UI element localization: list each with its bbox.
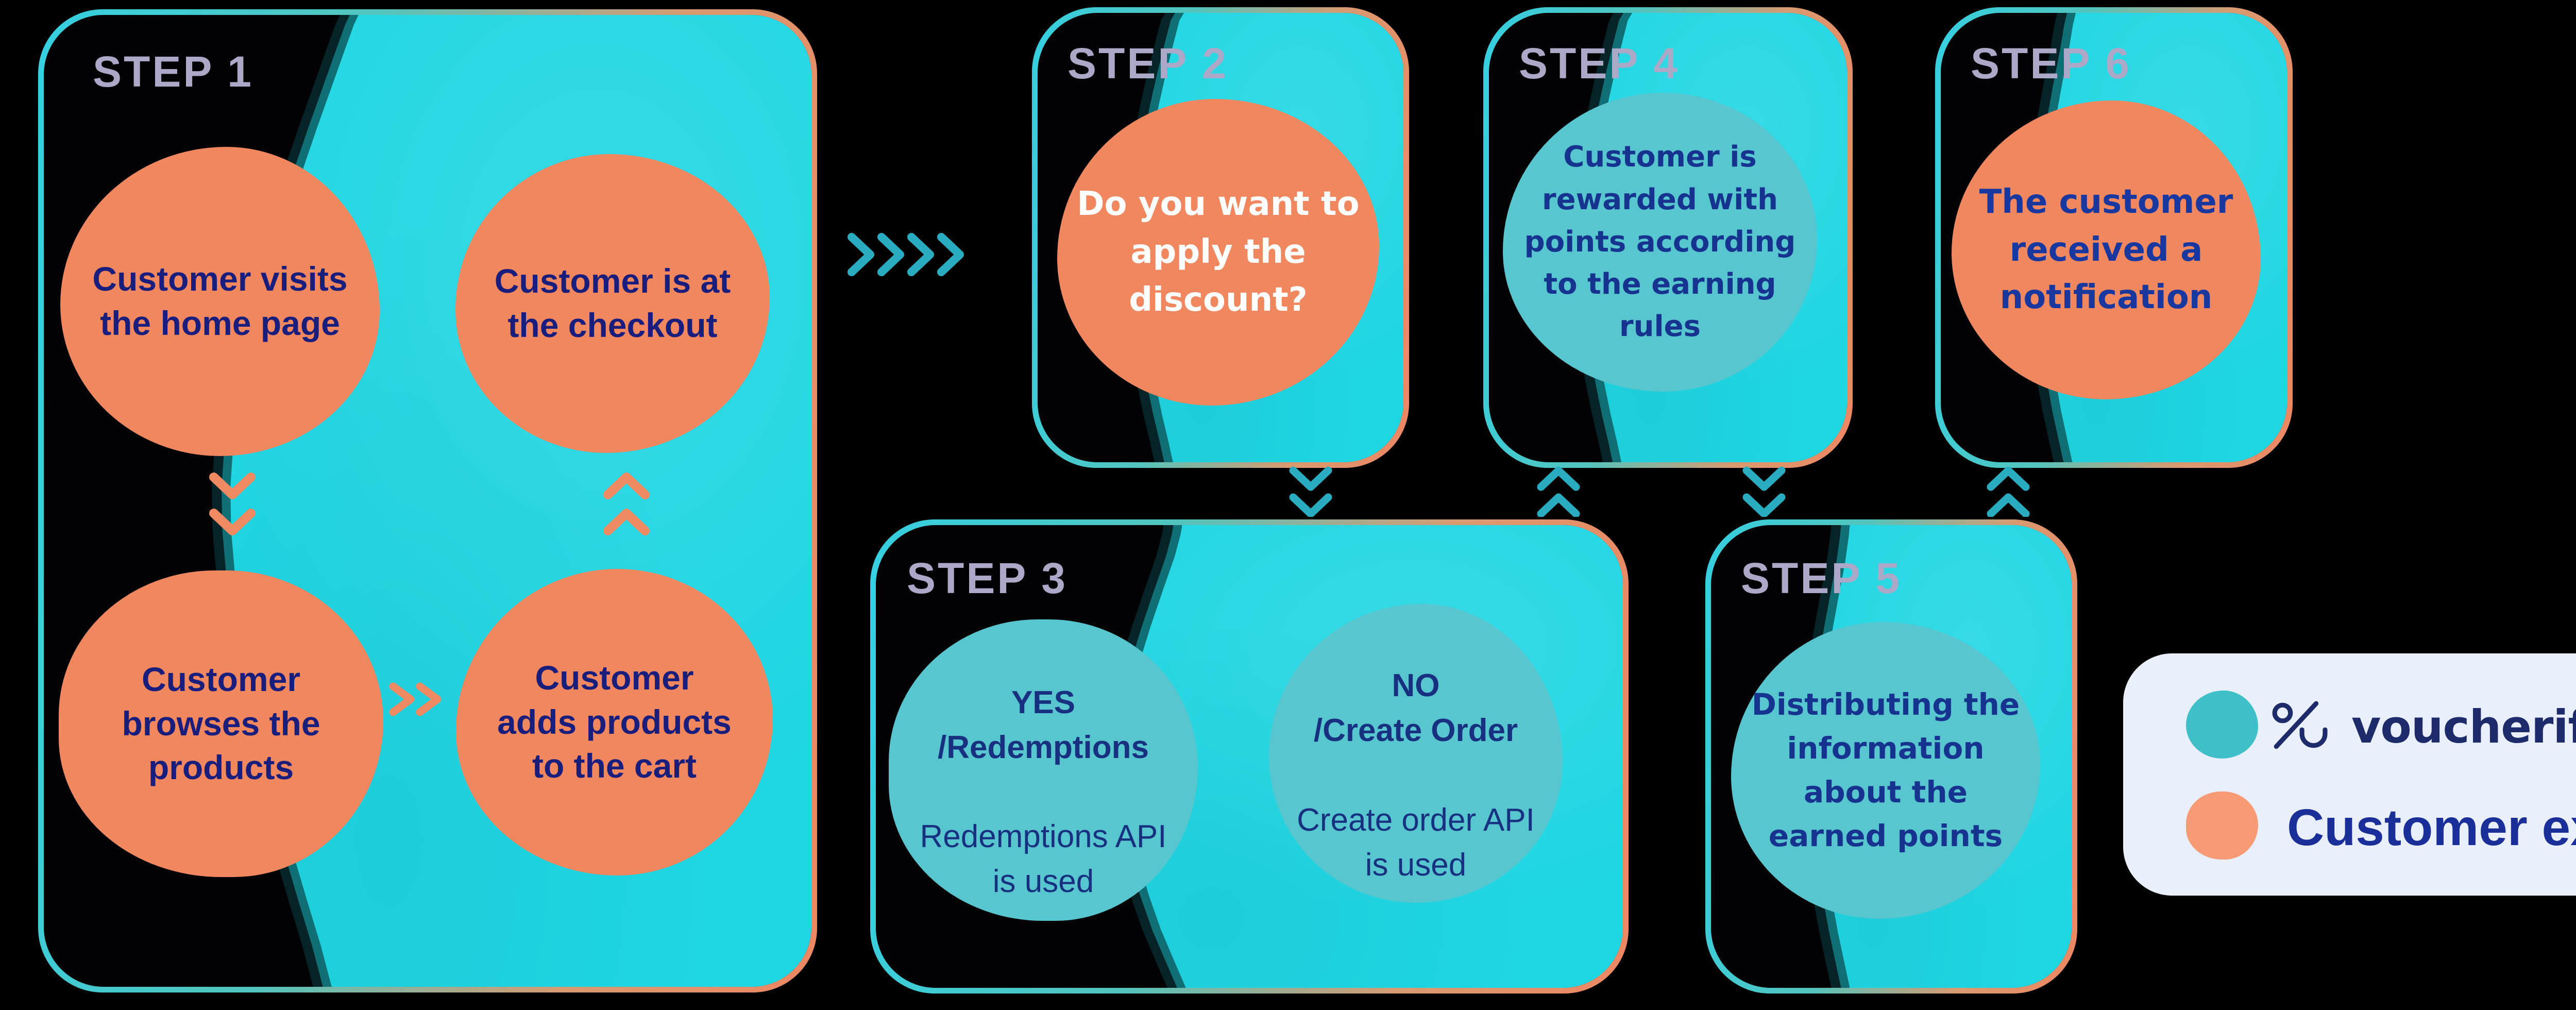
circle-no-body: Create order API is used — [1297, 802, 1535, 883]
circle-customer-checkout: Customer is at the checkout — [455, 154, 770, 453]
circle-yes-body: Redemptions API is used — [920, 819, 1167, 900]
circle-customer-visits: Customer visits the home page — [60, 147, 380, 456]
legend-card: voucherify Customer experience — [2123, 653, 2576, 896]
flow-step1-step2-chevrons-right-icon — [848, 232, 971, 277]
circle-distributing-info: Distributing the information about the e… — [1731, 622, 2040, 919]
step-1-card: STEP 1 Customer visits the home page Cus… — [38, 9, 817, 992]
circle-yes-head: YES /Redemptions — [938, 684, 1149, 765]
circle-customer-checkout-label: Customer is at the checkout — [494, 262, 731, 344]
step-1-card-inner: STEP 1 Customer visits the home page Cus… — [44, 15, 811, 987]
circle-customer-browses: Customer browses the products — [59, 570, 383, 877]
step-3-card-inner: STEP 3 YES /Redemptions Redemptions API … — [876, 525, 1623, 988]
chevrons-right-icon — [387, 682, 446, 716]
step-3-title: STEP 3 — [907, 554, 1067, 602]
circle-distributing-info-label: Distributing the information about the e… — [1751, 686, 2020, 854]
flow-step4-step5-chevrons-down-icon — [1740, 465, 1788, 517]
circle-rewarded-points-label: Customer is rewarded with points accordi… — [1524, 140, 1796, 344]
step-6-title: STEP 6 — [1971, 39, 2131, 88]
legend-row-voucherify: voucherify — [2270, 694, 2576, 760]
step-4-title: STEP 4 — [1519, 39, 1680, 88]
circle-received-notification-label: The customer received a notification — [1979, 182, 2233, 317]
step-2-card: STEP 2 Do you want to apply the discount… — [1032, 7, 1409, 468]
step-5-card-inner: STEP 5 Distributing the information abou… — [1711, 525, 2072, 988]
flow-step5-step6-chevrons-up-icon — [1985, 465, 2032, 517]
flow-step2-step3-chevrons-down-icon — [1287, 465, 1334, 517]
chevrons-down-icon — [208, 471, 257, 541]
step-2-title: STEP 2 — [1067, 39, 1228, 88]
circle-yes-redemptions: YES /Redemptions Redemptions API is used — [889, 619, 1198, 921]
circle-customer-browses-label: Customer browses the products — [122, 660, 320, 787]
customer-experience-color-dot — [2186, 792, 2258, 860]
chevrons-up-icon — [602, 471, 651, 541]
step-4-card: STEP 4 Customer is rewarded with points … — [1483, 7, 1853, 468]
circle-no-head: NO /Create Order — [1313, 668, 1518, 749]
step-6-card-inner: STEP 6 The customer received a notificat… — [1941, 13, 2287, 462]
step-5-card: STEP 5 Distributing the information abou… — [1705, 519, 2077, 994]
customer-experience-label: Customer experience — [2287, 798, 2576, 856]
circle-received-notification: The customer received a notification — [1952, 100, 2261, 399]
step-4-card-inner: STEP 4 Customer is rewarded with points … — [1489, 13, 1847, 462]
circle-customer-adds-label: Customer adds products to the cart — [497, 658, 732, 785]
circle-rewarded-points: Customer is rewarded with points accordi… — [1503, 93, 1817, 392]
voucherify-wordmark: voucherify — [2351, 700, 2576, 753]
circle-customer-visits-label: Customer visits the home page — [92, 260, 348, 342]
step-2-card-inner: STEP 2 Do you want to apply the discount… — [1038, 13, 1403, 462]
legend-row-customer-experience: Customer experience — [2287, 797, 2576, 858]
step-6-card: STEP 6 The customer received a notificat… — [1935, 7, 2293, 468]
circle-no-create-order: NO /Create Order Create order API is use… — [1269, 604, 1563, 903]
step-3-card: STEP 3 YES /Redemptions Redemptions API … — [870, 519, 1629, 994]
circle-apply-discount: Do you want to apply the discount? — [1057, 99, 1379, 406]
step-5-title: STEP 5 — [1741, 554, 1902, 602]
percent-smile-icon — [2270, 700, 2328, 753]
circle-customer-adds: Customer adds products to the cart — [456, 569, 773, 876]
voucherify-color-dot — [2186, 691, 2258, 759]
flow-step3-step4-chevrons-up-icon — [1535, 465, 1582, 517]
circle-apply-discount-label: Do you want to apply the discount? — [1077, 185, 1360, 319]
step-1-title: STEP 1 — [93, 47, 253, 96]
